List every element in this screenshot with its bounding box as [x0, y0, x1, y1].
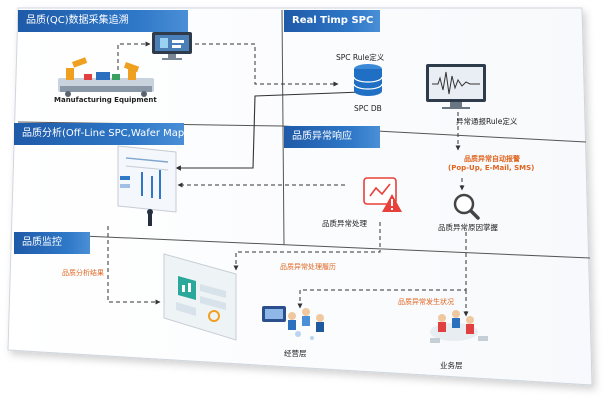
collection-terminal-icon	[152, 32, 192, 60]
header-qc-collect: 品质(QC)数据采集追溯	[18, 10, 188, 32]
magnifier-icon	[453, 193, 480, 220]
flow-cause-to-occurrence	[297, 232, 467, 309]
label-manager: 经营层	[284, 349, 307, 358]
label-abnormal-notify-rule: 异常通报Rule定义	[456, 117, 518, 126]
divider-vertical	[281, 9, 285, 246]
label-abnormal-occurrence: 品质异常发生状况	[398, 298, 454, 306]
divider-middle	[13, 232, 591, 259]
flow-terminal-to-db	[195, 43, 339, 87]
header-realtime-spc: Real Timp SPC	[284, 10, 380, 32]
label-root-cause: 品质异常原因掌握	[438, 223, 498, 232]
label-analysis-result: 品质分析结果	[62, 269, 104, 277]
offline-analysis-screen-icon	[117, 145, 177, 226]
alarm-warning-icon	[363, 177, 402, 212]
manufacturing-equipment-icon	[58, 57, 154, 97]
waveform-monitor-icon	[426, 64, 486, 109]
manager-people-icon	[262, 306, 324, 340]
spc-db-icon	[353, 64, 383, 96]
label-spc-rule: SPC Rule定义	[336, 53, 385, 62]
header-quality-monitor: 品质监控	[14, 232, 90, 254]
paper-sheet	[7, 7, 593, 386]
label-manufacturing-equipment: Manufacturing Equipment	[54, 96, 157, 104]
header-abnormal-response: 品质异常响应	[284, 126, 380, 148]
flow-equipment-to-terminal	[117, 41, 151, 70]
monitoring-dashboard-icon	[163, 253, 237, 341]
business-people-icon	[430, 310, 488, 343]
label-abnormal-handling: 品质异常处理	[322, 219, 367, 228]
flow-handling-to-history	[233, 222, 381, 271]
label-auto-alarm-channels: (Pop-Up, E-Mail, SMS)	[448, 164, 535, 172]
flow-db-to-offline	[175, 91, 363, 171]
label-spc-db: SPC DB	[354, 104, 382, 113]
label-business: 业务层	[440, 361, 463, 370]
header-offline-analysis: 品质分析(Off-Line SPC,Wafer Map)	[14, 123, 188, 145]
label-handling-history: 品质异常处理履历	[280, 263, 336, 271]
label-auto-alarm: 品质异常自动报警	[464, 155, 520, 163]
